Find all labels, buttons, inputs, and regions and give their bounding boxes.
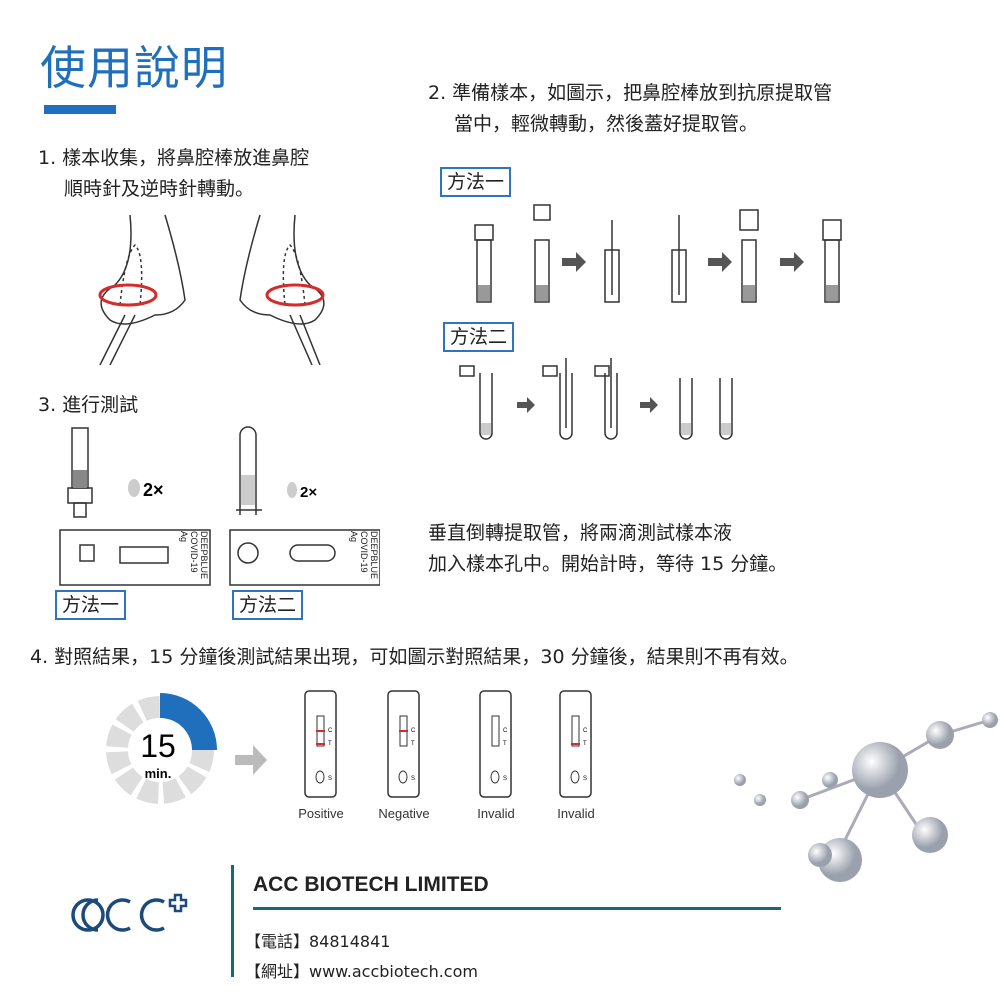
result-label: Invalid [477, 806, 515, 821]
svg-text:C: C [411, 728, 416, 734]
test-cassette: C T S [479, 690, 512, 798]
svg-text:S: S [583, 776, 587, 782]
step3-method1-label: 方法一 [55, 590, 127, 620]
company-name: ACC BIOTECH LIMITED [253, 873, 489, 896]
result-invalid-example: C T S Invalid [456, 690, 536, 821]
cassette-label: DEEPBLUE COVID-19 Ag [179, 531, 209, 580]
arrow-right-icon [562, 252, 804, 272]
drop-icon [287, 482, 297, 498]
svg-text:T: T [328, 741, 332, 747]
svg-text:C: C [328, 728, 333, 734]
drops-count-1: 2× [143, 480, 164, 500]
step3-method2-label: 方法二 [232, 590, 304, 620]
timer-graphic: 15 min. [106, 693, 267, 804]
cassette-label: DEEPBLUE COVID-19 Ag [349, 531, 379, 580]
step3-desc-line1: 垂直倒轉提取管，將兩滴測試樣本液 [428, 522, 733, 544]
result-invalid-example: C T S Invalid [536, 690, 616, 821]
test-cassette: C T S [304, 690, 337, 798]
svg-text:S: S [411, 776, 415, 782]
test-cassette: C T S [559, 690, 592, 798]
arrow-right-icon [235, 745, 267, 775]
arrow-right-icon [517, 397, 658, 413]
rotate-arrow-icon [98, 283, 158, 307]
test-cassette: C T S [387, 690, 420, 798]
title-underline [44, 105, 116, 114]
timer-progress [160, 693, 217, 750]
step2-line1: 2. 準備樣本，如圖示，把鼻腔棒放到抗原提取管 [428, 82, 833, 104]
svg-text:C: C [503, 728, 508, 734]
svg-text:T: T [583, 741, 587, 747]
svg-text:T: T [411, 741, 415, 747]
step2-text: 2. 準備樣本，如圖示，把鼻腔棒放到抗原提取管 當中，輕微轉動，然後蓋好提取管。 [428, 78, 832, 140]
result-label: Positive [298, 806, 344, 821]
method2-illustration [459, 358, 733, 440]
step2-line2: 當中，輕微轉動，然後蓋好提取管。 [454, 113, 759, 135]
result-label: Negative [378, 806, 430, 821]
step3-desc-line2: 加入樣本孔中。開始計時，等待 15 分鐘。 [428, 553, 788, 575]
timer-value: 15 [140, 728, 176, 764]
timer-unit: min. [145, 766, 172, 781]
company-underline [253, 907, 781, 910]
nose-swab-illustration [98, 214, 325, 365]
page-title: 使用說明 [40, 41, 228, 95]
rotate-arrow-icon [265, 283, 325, 307]
step4-heading: 4. 對照結果，15 分鐘後測試結果出現，可如圖示對照結果，30 分鐘後，結果則… [30, 646, 799, 668]
drop-icon [128, 479, 140, 497]
phone: 【電話】84814841 [245, 932, 391, 951]
step1-line1: 1. 樣本收集，將鼻腔棒放進鼻腔 [38, 147, 310, 169]
website-link[interactable]: 【網址】www.accbiotech.com [245, 962, 478, 981]
acc-logo [71, 893, 188, 932]
result-label: Invalid [557, 806, 595, 821]
result-positive-example: C T S Positive [281, 690, 361, 821]
step2-method2-label: 方法二 [443, 322, 515, 352]
result-negative-example: C T S Negative [364, 690, 444, 821]
step1-text: 1. 樣本收集，將鼻腔棒放進鼻腔 順時針及逆時針轉動。 [38, 143, 309, 205]
step3-heading: 3. 進行測試 [38, 394, 139, 416]
step3-description: 垂直倒轉提取管，將兩滴測試樣本液 加入樣本孔中。開始計時，等待 15 分鐘。 [428, 518, 787, 580]
step2-method1-label: 方法一 [440, 167, 512, 197]
test-illustration: 2× 2× [59, 426, 380, 586]
footer-divider [231, 865, 234, 977]
drops-count-2: 2× [300, 484, 317, 501]
step1-line2: 順時針及逆時針轉動。 [64, 178, 255, 200]
svg-text:S: S [503, 776, 507, 782]
svg-text:S: S [328, 776, 332, 782]
svg-text:C: C [583, 728, 588, 734]
svg-text:T: T [503, 741, 507, 747]
molecule-image [734, 712, 998, 882]
method1-illustration [474, 204, 842, 303]
